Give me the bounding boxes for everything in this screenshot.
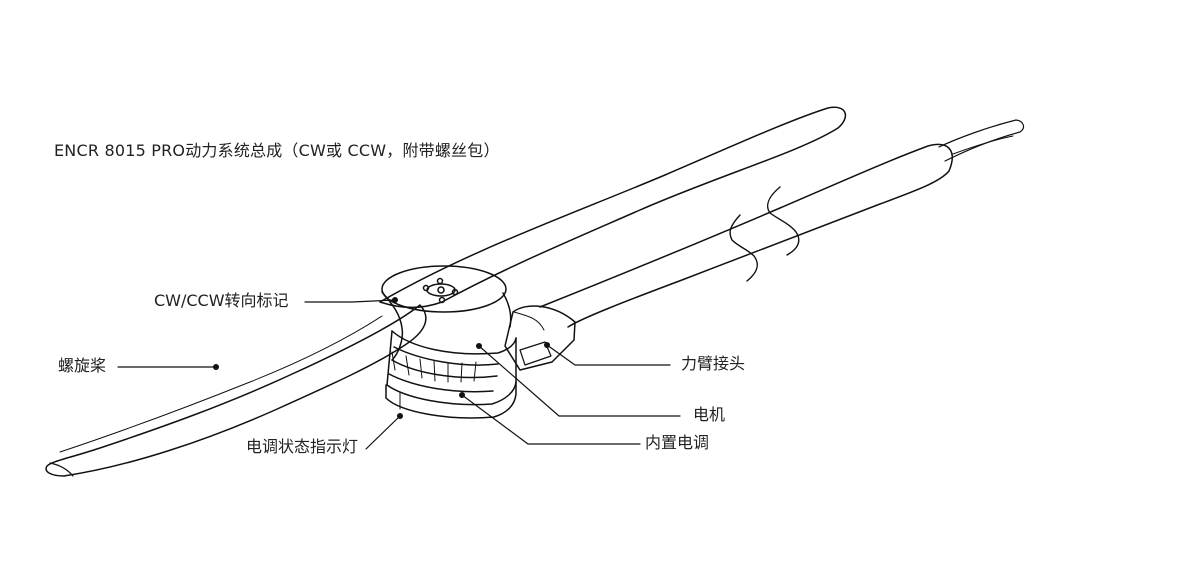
arm-connector-leader bbox=[546, 344, 671, 366]
motor-body bbox=[391, 330, 517, 355]
rotation-mark-leader bbox=[304, 299, 396, 303]
propeller-front-blade bbox=[45, 304, 427, 477]
esc-indicator-leader bbox=[365, 415, 401, 450]
page-title: ENCR 8015 PRO动力系统总成（CW或 CCW，附带螺丝包） bbox=[54, 141, 500, 160]
esc-indicator-label: 电调状态指示灯 bbox=[246, 437, 359, 456]
propeller-hub bbox=[381, 265, 507, 313]
arm-tube bbox=[539, 143, 953, 328]
arm-connector-label: 力臂接头 bbox=[681, 354, 746, 373]
propeller-label: 螺旋桨 bbox=[58, 356, 107, 375]
built-in-esc-leader bbox=[461, 394, 641, 445]
motor-leader bbox=[478, 345, 681, 417]
rotation-mark-label: CW/CCW转向标记 bbox=[154, 291, 289, 310]
propeller-rear-blade bbox=[379, 106, 847, 309]
built-in-esc-label: 内置电调 bbox=[645, 433, 710, 452]
motor-label: 电机 bbox=[693, 405, 726, 424]
